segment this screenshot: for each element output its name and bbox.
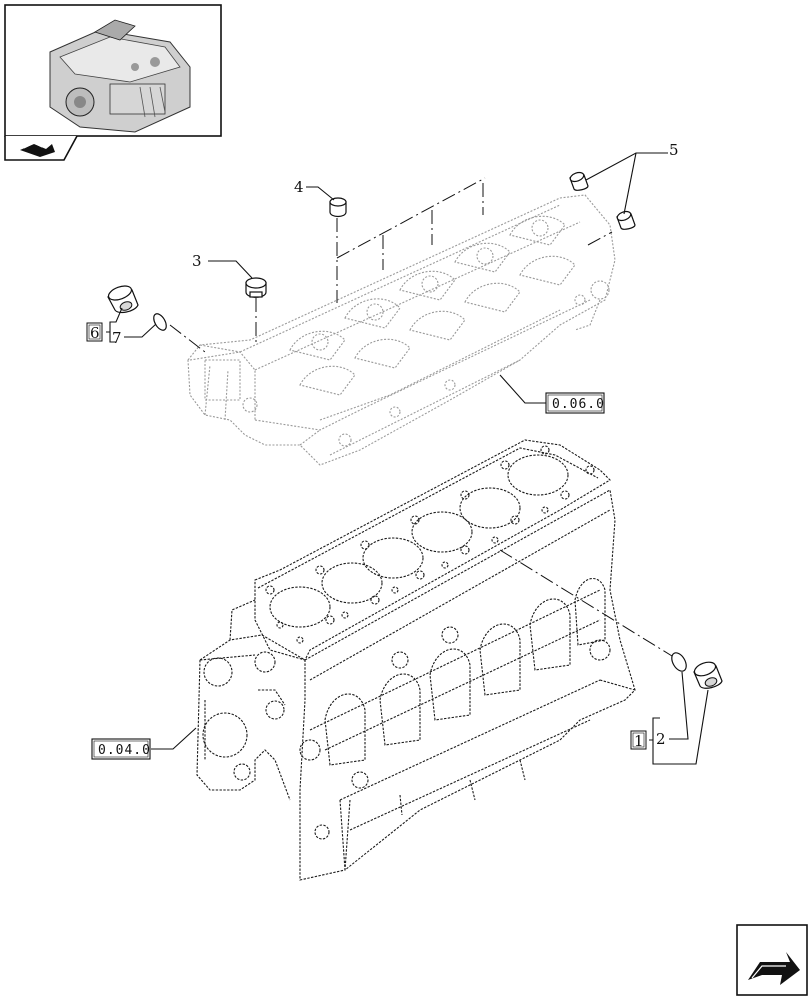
callout-1-box[interactable]: 1: [630, 730, 647, 750]
callout-2: 2: [656, 730, 666, 748]
large-plug-part-6[interactable]: [107, 283, 139, 314]
engine-block-outline: [196, 439, 636, 881]
section-arrow-icon[interactable]: [4, 135, 78, 161]
head-reference-label: 0.06.0: [552, 397, 605, 412]
leader-lines: [106, 152, 709, 765]
assembly-axes: [169, 177, 673, 657]
seal-ring-part-2[interactable]: [669, 650, 689, 673]
plug-part-4[interactable]: [329, 197, 347, 218]
next-page-arrow-icon[interactable]: [736, 924, 808, 996]
cylinder-head-outline: [187, 194, 616, 466]
callout-6: 6: [90, 324, 100, 342]
seal-ring-part-7[interactable]: [151, 312, 169, 333]
callout-6-box[interactable]: 6: [86, 322, 103, 342]
engine-thumbnail-icon[interactable]: [4, 4, 222, 137]
plug-part-1[interactable]: [693, 660, 723, 689]
callout-5: 5: [669, 141, 679, 159]
threaded-plug-part-3[interactable]: [245, 277, 267, 298]
block-reference-box[interactable]: 0.04.0: [91, 738, 151, 760]
callout-1: 1: [634, 732, 644, 750]
plug-part-5a[interactable]: [569, 171, 589, 191]
block-reference-label: 0.04.0: [98, 743, 151, 758]
callout-7: 7: [112, 329, 122, 347]
plug-part-5b[interactable]: [616, 210, 636, 230]
callout-4: 4: [294, 178, 304, 196]
callout-3: 3: [192, 252, 202, 270]
head-reference-box[interactable]: 0.06.0: [545, 392, 605, 414]
